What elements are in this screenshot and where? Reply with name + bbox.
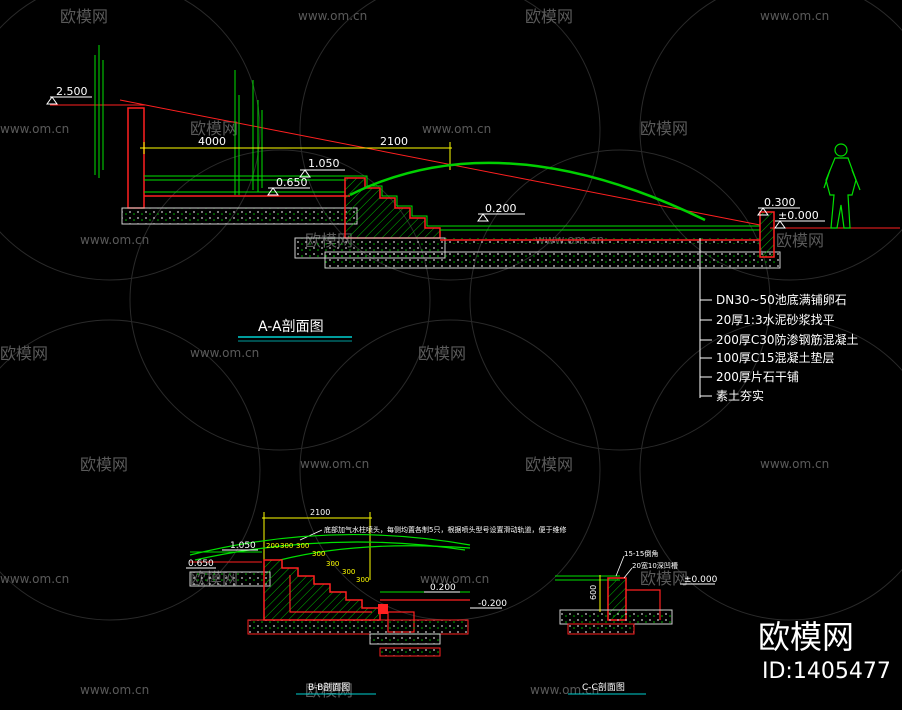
dimension-label: 600 [589, 585, 598, 600]
elevation-label: 1.050 [308, 157, 340, 170]
elevation-mark-0200: 0.200 [477, 202, 525, 222]
elevation-label: 0.650 [276, 176, 308, 189]
note-line: 20宽10深凹槽 [632, 561, 678, 570]
elevation-label: 1.050 [230, 541, 256, 551]
note-line: 200厚C30防渗钢筋混凝土 [716, 332, 859, 347]
watermark-url: www.om.cn [0, 122, 69, 136]
stepped-wall [263, 559, 381, 621]
section-bb-title: B-B剖面图 [296, 681, 376, 695]
elevation-label: 0.300 [764, 196, 796, 209]
note-line: DN30~50池底满铺卵石 [716, 292, 847, 307]
watermark-brand: 欧模网 [60, 7, 108, 26]
watermark-brand: 欧模网 [418, 344, 466, 363]
elevation-mark-0000: ±0.000 [774, 209, 825, 229]
watermark-url: www.om.cn [760, 457, 829, 471]
elevation-label: 0.200 [485, 202, 517, 215]
dimension-2100: 2100 [262, 508, 372, 580]
upper-pool-wall [121, 107, 358, 225]
watermark-brand: 欧模网 [0, 344, 48, 363]
watermark-url: www.om.cn [420, 572, 489, 586]
section-bb: 2100 底部加气水柱喷头，每侧均置各制5只，根据喷头型号设置滑动轨道，便于维修… [186, 508, 566, 695]
water-jet-arc [349, 161, 706, 222]
sight-line [119, 99, 761, 226]
cc-notes: 15-15倒角 20宽10深凹槽 [615, 549, 678, 579]
watermark-url: www.om.cn [298, 9, 367, 23]
elevation-mark-0300: 0.300 [757, 196, 800, 216]
stamp-id: ID:1405477 [762, 659, 891, 684]
watermark-brand: 欧模网 [640, 119, 688, 138]
section-cc: 600 15-15倒角 20宽10深凹槽 ±0.000 C-C剖面图 [555, 549, 718, 695]
watermark-stamp: 欧模网 ID:1405477 [758, 618, 891, 684]
note-line: 100厚C15混凝土垫层 [716, 350, 835, 365]
elevation-mark-0200: 0.200 [424, 583, 460, 593]
watermark-brand: 欧模网 [305, 681, 353, 700]
dimension-4000: 4000 [140, 135, 270, 154]
section-title: B-B剖面图 [308, 681, 350, 693]
watermark-url: www.om.cn [80, 233, 149, 247]
nozzle-note: 底部加气水柱喷头，每侧均置各制5只，根据喷头型号设置滑动轨道，便于维修 [324, 525, 566, 534]
note-line: 20厚1:3水泥砂浆找平 [716, 312, 835, 327]
watermark-url: www.om.cn [300, 457, 369, 471]
elevation-mark-1050: 1.050 [222, 541, 258, 551]
section-title: A-A剖面图 [258, 319, 324, 335]
step-dim: 300 [312, 550, 325, 558]
elevation-label: 0.200 [430, 583, 456, 593]
watermark-brand: 欧模网 [776, 231, 824, 250]
elevation-mark-2500: 2.500 [46, 85, 92, 105]
section-title: C-C剖面图 [582, 681, 625, 693]
watermark-url: www.om.cn [422, 122, 491, 136]
watermark-brand: 欧模网 [640, 569, 688, 588]
reed-plants [94, 45, 263, 195]
watermark-brand: 欧模网 [525, 7, 573, 26]
watermark-url: www.om.cn [80, 683, 149, 697]
watermark-brand: 欧模网 [80, 455, 128, 474]
cc-pool-edge: 600 [555, 575, 673, 635]
notes-leader [699, 238, 712, 398]
elevation-mark-0650: 0.650 [186, 559, 216, 569]
water-jets [189, 533, 471, 561]
material-notes: DN30~50池底满铺卵石 20厚1:3水泥砂浆找平 200厚C30防渗钢筋混凝… [716, 292, 859, 403]
watermark-brand: 欧模网 [190, 119, 238, 138]
stamp-brand: 欧模网 [758, 618, 854, 656]
elevation-mark-m0200: -0.200 [470, 599, 507, 609]
step-dim: 300 [342, 568, 355, 576]
step-dim: 200 [266, 542, 279, 550]
note-line: 200厚片石干铺 [716, 370, 799, 384]
note-leader [299, 529, 323, 541]
upper-pool-water [144, 175, 345, 193]
elevation-label: 0.650 [188, 559, 214, 569]
dimension-label: 4000 [198, 135, 226, 148]
watermark-url: www.om.cn [760, 9, 829, 23]
elevation-mark-0650: 0.650 [267, 176, 310, 196]
note-line: 15-15倒角 [624, 549, 658, 558]
elevation-mark-1050: 1.050 [299, 157, 345, 178]
step-dim: 300 [296, 542, 309, 550]
step-dim: 300 [356, 576, 369, 584]
watermark-url: www.om.cn [0, 572, 69, 586]
elevation-mark-0000: ±0.000 [680, 575, 718, 585]
step-dim: 300 [280, 542, 293, 550]
note-line: 素土夯实 [716, 388, 764, 403]
step-dimensions: 200 300 300 300 300 300 300 [266, 542, 369, 584]
watermark-labels: 欧模网 www.om.cn 欧模网 www.om.cn www.om.cn 欧模… [0, 7, 829, 700]
step-dim: 300 [326, 560, 339, 568]
dimension-2100: 2100 [270, 135, 452, 170]
elevation-label: ±0.000 [778, 209, 819, 222]
dimension-label: 2100 [310, 508, 330, 517]
elevation-label: -0.200 [478, 599, 507, 609]
elevation-label: 2.500 [56, 85, 88, 98]
watermark-url: www.om.cn [190, 346, 259, 360]
dimension-label: 2100 [380, 135, 408, 148]
elevation-label: ±0.000 [684, 575, 718, 585]
human-figure-icon [823, 143, 861, 229]
lower-pool [324, 211, 781, 269]
section-cc-title: C-C剖面图 [568, 681, 646, 695]
section-aa-title: A-A剖面图 [238, 319, 352, 342]
section-aa: 2.500 4000 [46, 45, 900, 403]
watermark-brand: 欧模网 [525, 455, 573, 474]
